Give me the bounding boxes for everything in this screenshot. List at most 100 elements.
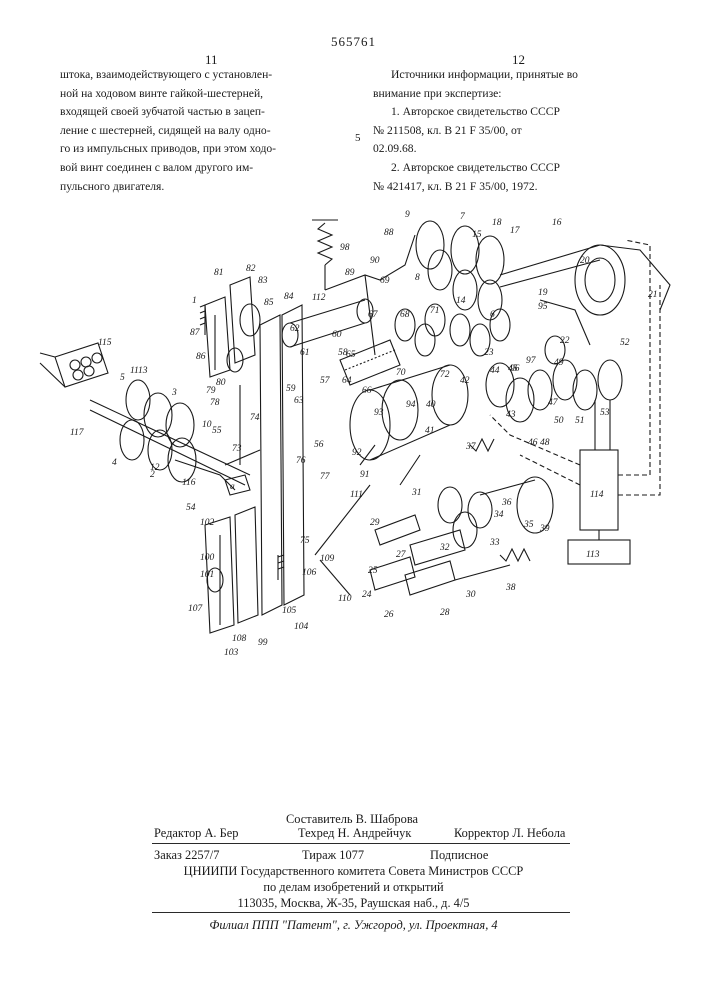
figure-label-47: 47 bbox=[548, 398, 559, 408]
figure-label-50: 50 bbox=[554, 416, 564, 426]
figure-label-91: 91 bbox=[360, 470, 370, 480]
figure-label-117: 117 bbox=[70, 428, 85, 438]
figure-label-112: 112 bbox=[312, 293, 326, 303]
figure-label-33: 33 bbox=[489, 538, 500, 548]
figure-label-42: 42 bbox=[460, 376, 470, 386]
figure-label-38: 38 bbox=[505, 583, 516, 593]
text-line: го из импульсных приводов, при этом ходо… bbox=[60, 140, 345, 159]
figure-label-14: 14 bbox=[456, 296, 466, 306]
figure-label-93: 93 bbox=[374, 408, 384, 418]
print-run: Тираж 1077 bbox=[302, 848, 364, 863]
figure-label-22: 22 bbox=[560, 336, 570, 346]
figure-label-27: 27 bbox=[396, 550, 407, 560]
figure-label-55: 55 bbox=[212, 426, 222, 436]
figure-label-23: 23 bbox=[484, 348, 494, 358]
figure-label-26: 26 bbox=[384, 610, 394, 620]
figure-label-62: 62 bbox=[290, 324, 300, 334]
figure-label-66: 66 bbox=[362, 386, 372, 396]
figure-label-16: 16 bbox=[552, 218, 562, 228]
figure-label-35: 35 bbox=[523, 520, 534, 530]
text-line: входящей своей зубчатой частью в зацеп- bbox=[60, 103, 345, 122]
figure-label-111: 111 bbox=[350, 490, 363, 500]
figure-label-20: 20 bbox=[580, 256, 590, 266]
figure-label-37: 37 bbox=[465, 442, 477, 452]
figure-label-99: 99 bbox=[258, 638, 268, 648]
figure-label-88: 88 bbox=[384, 228, 394, 238]
figure-label-59: 59 bbox=[286, 384, 296, 394]
patent-number: 565761 bbox=[0, 34, 707, 50]
text-line: ление с шестерней, сидящей на валу одно- bbox=[60, 122, 345, 141]
figure-label-68: 68 bbox=[400, 310, 410, 320]
figure-label-29: 29 bbox=[370, 518, 380, 528]
references-heading-cont: внимание при экспертизе: bbox=[373, 85, 673, 104]
figure-label-103: 103 bbox=[224, 648, 239, 658]
figure-label-19: 19 bbox=[538, 288, 548, 298]
figure-label-44: 44 bbox=[490, 366, 500, 376]
corrector-credit: Корректор Л. Небола bbox=[454, 826, 565, 841]
reference-2-cont: № 421417, кл. В 21 F 35/00, 1972. bbox=[373, 178, 673, 197]
figure-label-63: 63 bbox=[294, 396, 304, 406]
figure-label-116: 116 bbox=[182, 478, 196, 488]
figure-label-7: 7 bbox=[460, 212, 466, 222]
printing-branch: Филиал ППП "Патент", г. Ужгород, ул. Про… bbox=[0, 918, 707, 933]
reference-numerals: 1234567891011121314151617181920212223242… bbox=[70, 210, 658, 658]
order-number: Заказ 2257/7 bbox=[154, 848, 219, 863]
publisher-org: ЦНИИПИ Государственного комитета Совета … bbox=[0, 864, 707, 879]
figure-label-90: 90 bbox=[370, 256, 380, 266]
figure-label-86: 86 bbox=[196, 352, 206, 362]
figure-label-32: 32 bbox=[439, 543, 450, 553]
footer-divider bbox=[152, 843, 570, 844]
figure-label-89: 89 bbox=[345, 268, 355, 278]
figure-label-39: 39 bbox=[539, 524, 550, 534]
figure-label-31: 31 bbox=[411, 488, 422, 498]
figure-label-3: 3 bbox=[171, 388, 177, 398]
figure-label-75: 75 bbox=[300, 536, 310, 546]
figure-label-25: 25 bbox=[368, 566, 378, 576]
figure-label-10: 10 bbox=[202, 420, 212, 430]
figure-label-41: 41 bbox=[425, 426, 435, 436]
claim-text-column: штока, взаимодействующего с установлен- … bbox=[60, 66, 345, 196]
figure-label-36: 36 bbox=[501, 498, 512, 508]
figure-label-5: 5 bbox=[120, 373, 125, 383]
figure-label-82: 82 bbox=[246, 264, 256, 274]
figure-label-110: 110 bbox=[338, 594, 352, 604]
figure-label-101: 101 bbox=[200, 570, 214, 580]
figure-label-79: 79 bbox=[206, 386, 216, 396]
figure-label-87: 87 bbox=[190, 328, 201, 338]
figure-label-98: 98 bbox=[340, 243, 350, 253]
figure-label-96: 96 bbox=[510, 364, 520, 374]
figure-label-108: 108 bbox=[232, 634, 247, 644]
figure-label-113: 113 bbox=[586, 550, 600, 560]
references-heading: Источники информации, принятые во bbox=[373, 66, 673, 85]
figure-label-115: 115 bbox=[98, 338, 112, 348]
figure-label-78: 78 bbox=[210, 398, 220, 408]
text-line: вой винт соединен с валом другого им- bbox=[60, 159, 345, 178]
figure-label-102: 102 bbox=[200, 518, 215, 528]
figure-label-109: 109 bbox=[320, 554, 335, 564]
figure-label-106: 106 bbox=[302, 568, 317, 578]
text-line: штока, взаимодействующего с установлен- bbox=[60, 66, 345, 85]
figure-label-28: 28 bbox=[440, 608, 450, 618]
mechanism-drawing: 1234567891011121314151617181920212223242… bbox=[20, 205, 690, 665]
figure-label-64: 64 bbox=[342, 376, 352, 386]
figure-label-84: 84 bbox=[284, 292, 294, 302]
figure-label-100: 100 bbox=[200, 553, 215, 563]
figure-label-53: 53 bbox=[600, 408, 610, 418]
figure-label-114: 114 bbox=[590, 490, 604, 500]
figure-label-95: 95 bbox=[538, 302, 548, 312]
figure-label-48: 48 bbox=[540, 438, 550, 448]
figure-label-a: a bbox=[230, 482, 235, 492]
figure-label-49: 49 bbox=[554, 358, 564, 368]
figure-label-65: 65 bbox=[346, 350, 356, 360]
figure-label-9: 9 bbox=[405, 210, 410, 220]
figure-label-107: 107 bbox=[188, 604, 204, 614]
figure-label-83: 83 bbox=[258, 276, 268, 286]
figure-label-57: 57 bbox=[320, 376, 331, 386]
figure-label-61: 61 bbox=[300, 348, 310, 358]
figure-label-43: 43 bbox=[506, 410, 516, 420]
figure-label-105: 105 bbox=[282, 606, 297, 616]
figure-label-21: 21 bbox=[648, 290, 658, 300]
figure-label-60: 60 bbox=[332, 330, 342, 340]
figure-label-73: 73 bbox=[232, 444, 242, 454]
figure-label-67: 67 bbox=[368, 310, 379, 320]
